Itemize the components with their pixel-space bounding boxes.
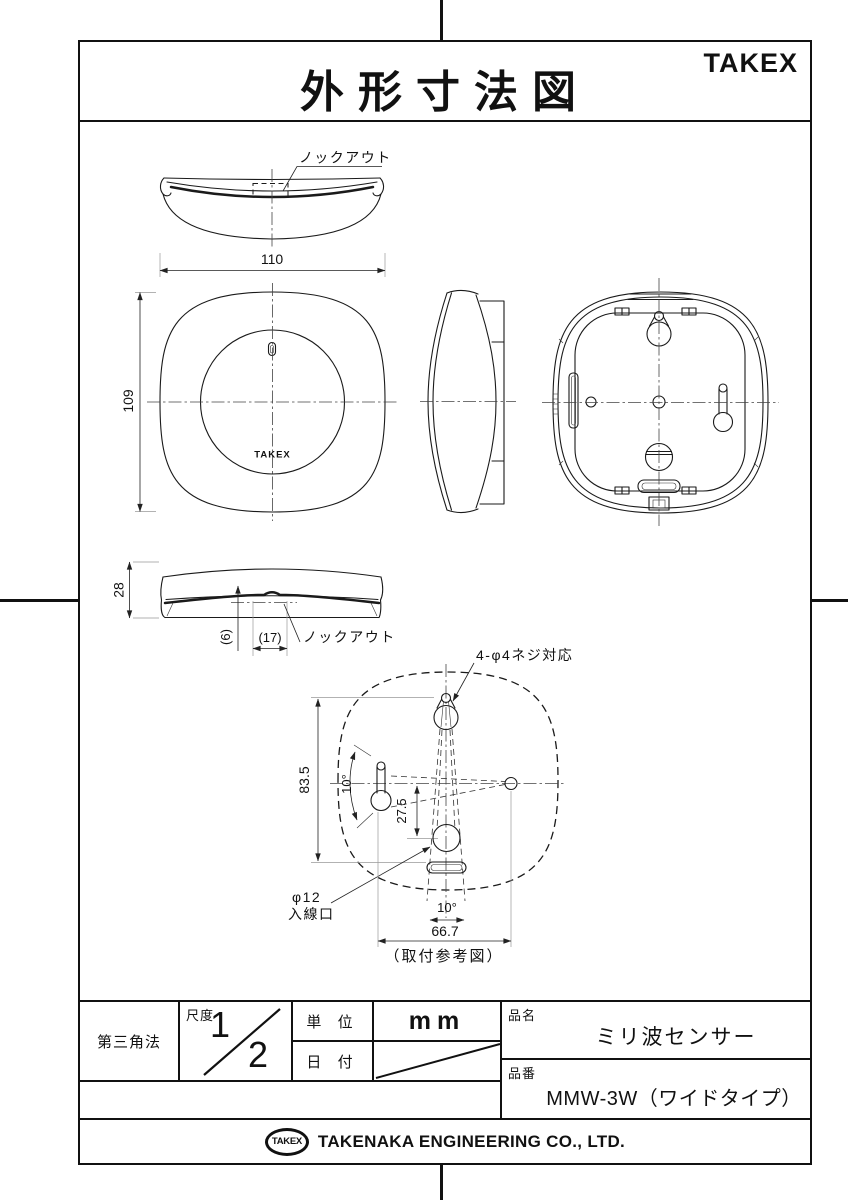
page-title: 外形寸法図 xyxy=(300,68,590,117)
center-mark-left xyxy=(0,599,78,602)
brand-logo: TAKEX xyxy=(703,48,798,78)
top-knockout-label: ノックアウト xyxy=(299,150,392,166)
empty-cell xyxy=(80,1080,502,1120)
dim-27-5: 27.5 xyxy=(394,798,409,823)
product-name-value: ミリ波センサー xyxy=(595,1026,757,1049)
product-number-value: MMW-3W（ワイドタイプ） xyxy=(546,1087,802,1110)
drawing-frame xyxy=(78,40,812,1165)
product-name-cell: 品名 ミリ波センサー xyxy=(502,1002,810,1060)
dim-83-5: 83.5 xyxy=(296,766,312,793)
product-number-label: 品番 xyxy=(508,1066,537,1081)
center-mark-bottom xyxy=(440,1163,443,1200)
bottom-view: 28 (6) (17) ノックアウト xyxy=(111,561,396,656)
unit-value-cell: mm xyxy=(374,1002,502,1042)
scale-cell: 尺度 1 2 xyxy=(180,1002,293,1080)
date-label-cell: 日 付 xyxy=(293,1042,374,1080)
title-block: 第三角法 尺度 1 2 単 位 mm 日 付 xyxy=(80,1000,810,1120)
entry-dia-label: φ12 xyxy=(292,889,321,905)
center-mark-right xyxy=(810,599,848,602)
dim-17: (17) xyxy=(258,630,281,645)
dim-110: 110 xyxy=(261,251,284,267)
projection-label: 第三角法 xyxy=(96,1033,161,1051)
screw-note-label: 4-φ4ネジ対応 xyxy=(476,647,573,663)
top-view: ノックアウト xyxy=(159,150,392,247)
angle-bottom-label: 10° xyxy=(437,900,457,915)
unit-label: 単 位 xyxy=(306,1013,359,1031)
company-name: TAKENAKA ENGINEERING CO., LTD. xyxy=(317,1131,626,1151)
angle-side-label: 10° xyxy=(339,774,354,794)
dim-66-7: 66.7 xyxy=(431,923,458,939)
dim-6: (6) xyxy=(218,629,233,645)
scale-numerator: 1 xyxy=(210,1004,231,1045)
mounting-diagram: 10° 27.5 83.5 4-φ4ネジ対応 φ12 入線口 10° xyxy=(288,647,573,965)
unit-label-cell: 単 位 xyxy=(293,1002,374,1042)
dim-28: 28 xyxy=(111,582,127,598)
front-view: TAKEX xyxy=(147,283,398,521)
front-logo: TAKEX xyxy=(254,450,291,461)
title-row: 外形寸法図 TAKEX xyxy=(80,42,810,122)
bottom-knockout-label: ノックアウト xyxy=(303,629,396,645)
date-label: 日 付 xyxy=(306,1053,359,1071)
scale-label: 尺度 xyxy=(186,1008,215,1023)
scale-denominator: 2 xyxy=(248,1034,269,1075)
product-number-cell: 品番 MMW-3W（ワイドタイプ） xyxy=(502,1060,810,1120)
date-slash xyxy=(375,1043,501,1079)
side-view xyxy=(420,289,516,514)
footer: TAKEX TAKENAKA ENGINEERING CO., LTD. xyxy=(80,1118,810,1163)
scale-slash xyxy=(203,1008,281,1076)
dim-height-109: 109 xyxy=(120,292,156,512)
entry-label: 入線口 xyxy=(288,906,335,922)
date-value-cell xyxy=(374,1042,502,1080)
product-name-label: 品名 xyxy=(508,1008,537,1023)
dim-109: 109 xyxy=(120,389,136,413)
mounting-caption: （取付参考図） xyxy=(384,948,503,965)
footer-logo-text: TAKEX xyxy=(271,1136,302,1147)
drawing-canvas: ノックアウト 110 TAKEX 109 xyxy=(111,150,779,965)
center-mark-top xyxy=(440,0,443,40)
takex-oval-logo-icon: TAKEX xyxy=(264,1127,309,1156)
dim-width-110: 110 xyxy=(159,251,386,277)
unit-value: mm xyxy=(408,1006,466,1035)
back-view xyxy=(542,278,779,526)
projection-cell: 第三角法 xyxy=(80,1002,180,1080)
